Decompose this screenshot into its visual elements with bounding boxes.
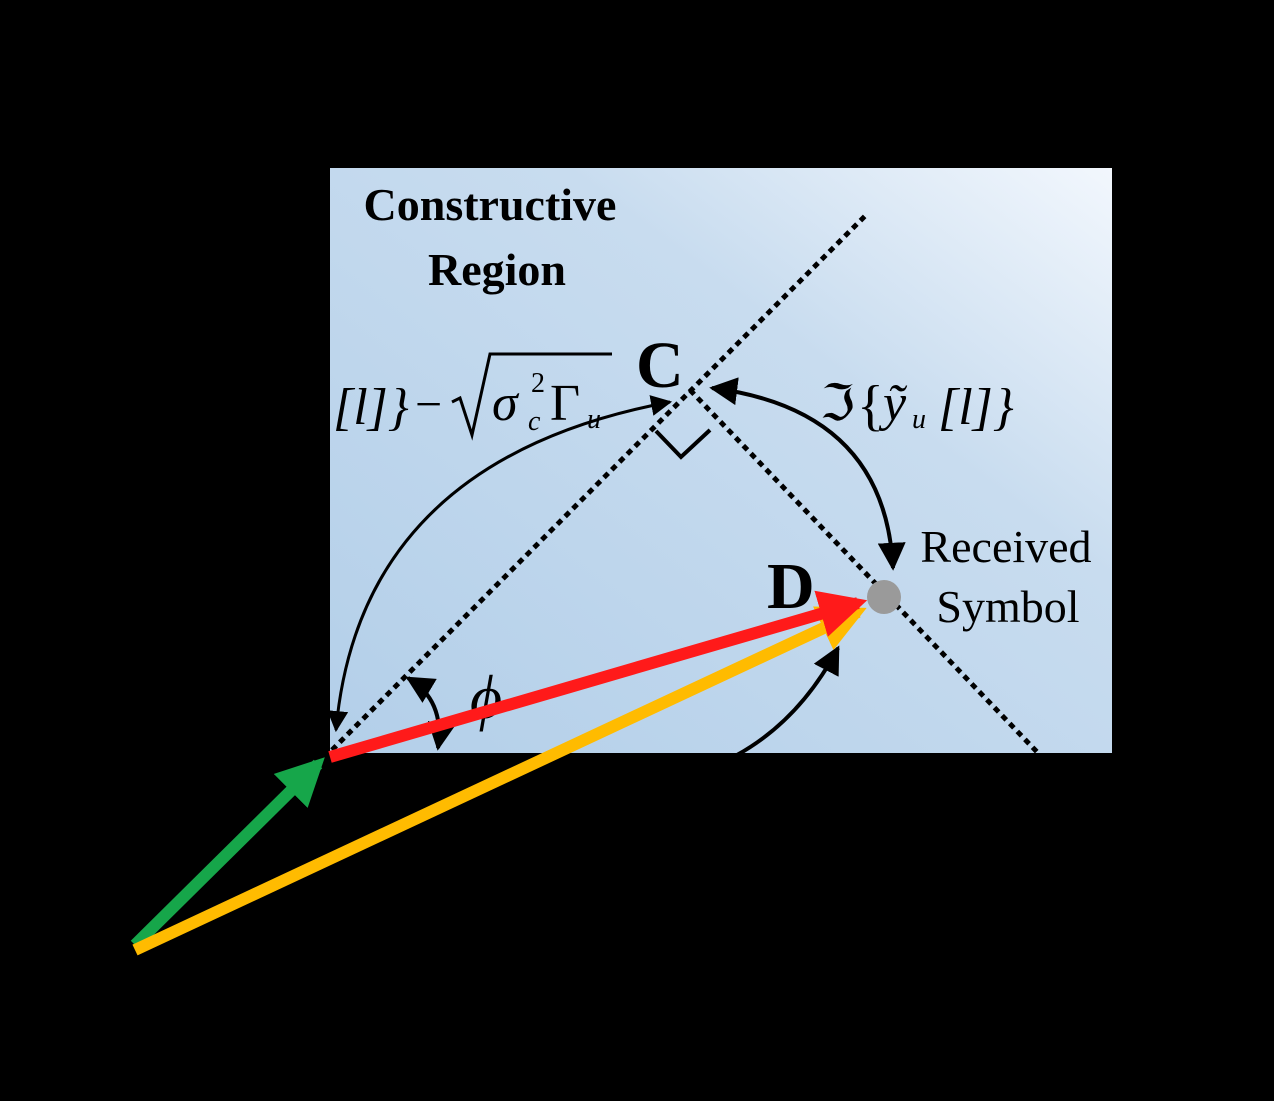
formula-bracket-l: [l]}	[938, 379, 1014, 436]
received-symbol-line2: Symbol	[936, 581, 1079, 632]
phi-angle-arc	[405, 676, 456, 751]
received-symbol-line1: Received	[920, 521, 1091, 572]
formula-brace-open: {	[857, 375, 884, 437]
point-d-label: D	[767, 550, 815, 623]
received-symbol-point	[867, 580, 901, 614]
red-vector	[328, 590, 868, 763]
yellow-vector	[132, 606, 867, 956]
formula-sup-2: 2	[531, 368, 545, 399]
region-title-line1: Constructive	[364, 179, 617, 230]
boundary-line-descending	[688, 388, 1040, 755]
formula-sub-u-right: u	[912, 404, 926, 435]
formula-sub-c: c	[528, 406, 541, 437]
lower-curved-arrow	[736, 645, 840, 757]
formula-gamma: Γ	[550, 375, 580, 432]
phi-label: ϕ	[470, 664, 502, 732]
region-title-line2: Region	[428, 244, 566, 295]
left-formula-bracket: [l]}	[333, 379, 409, 436]
formula-y-tilde: ỹ	[878, 375, 908, 432]
formula-imag: ℑ	[820, 375, 855, 431]
green-vector	[130, 757, 325, 950]
left-formula-minus: −	[415, 378, 442, 431]
left-curved-arrow	[327, 395, 673, 733]
point-c-label: C	[636, 329, 684, 402]
formula-sigma: σ	[492, 375, 520, 432]
right-curved-arrow	[709, 377, 906, 571]
